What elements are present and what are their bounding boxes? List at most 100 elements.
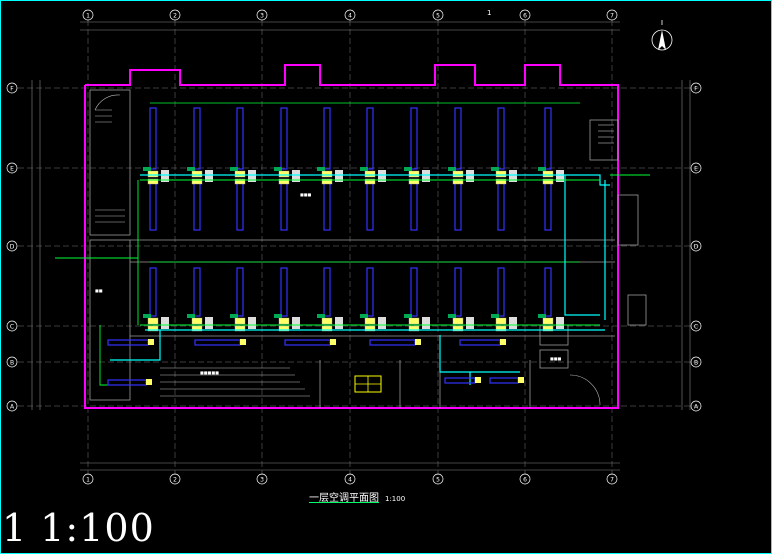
scale-caption: 1 1:100: [2, 506, 155, 550]
fan-coil-unit: [542, 170, 554, 178]
fan-coil-unit: [278, 170, 290, 178]
diffuser-unit: [454, 267, 462, 317]
fan-coil-unit: [452, 317, 464, 325]
unit-label-box: [161, 317, 169, 329]
fan-coil-unit: [278, 317, 290, 325]
fan-coil-unit: [234, 178, 246, 185]
grid-row-label: C: [10, 324, 14, 331]
diffuser-unit: [366, 107, 374, 170]
grid-bubble: [690, 240, 702, 252]
grid-col-label: 4: [348, 477, 352, 484]
corridor-fan-coil: [146, 379, 152, 385]
unit-label-box: [466, 317, 474, 329]
fan-coil-unit: [452, 178, 464, 185]
unit-label-box: [292, 317, 300, 329]
corridor-fan-coil: [415, 339, 421, 345]
fan-coil-unit: [364, 178, 376, 185]
unit-tag: [317, 167, 325, 171]
top-section-mark: 1: [487, 9, 491, 17]
diffuser-unit: [544, 267, 552, 317]
unit-tag: [317, 314, 325, 318]
grid-col-label: 7: [610, 13, 614, 20]
fan-coil-unit: [364, 317, 376, 325]
fan-coil-unit: [408, 178, 420, 185]
grid-bubble: [344, 473, 356, 485]
fan-coil-unit: [278, 325, 290, 332]
unit-tag: [143, 314, 151, 318]
corridor-diffuser: [489, 377, 519, 384]
fan-coil-unit: [542, 325, 554, 332]
diffuser-unit: [236, 107, 244, 170]
grid-bubble: [82, 9, 94, 21]
fan-coil-unit: [321, 325, 333, 332]
fan-coil-unit: [234, 170, 246, 178]
diffuser-unit: [410, 107, 418, 170]
grid-row-label: F: [694, 86, 698, 93]
fan-coil-unit: [452, 325, 464, 332]
unit-label-box: [466, 170, 474, 182]
grid-bubble: [690, 400, 702, 412]
fan-coil-unit: [364, 170, 376, 178]
diffuser-unit: [497, 267, 505, 317]
diffuser-unit: [236, 182, 244, 231]
corridor-fan-coil: [500, 339, 506, 345]
fan-coil-unit: [191, 317, 203, 325]
unit-tag: [491, 314, 499, 318]
corridor-unit-row: [107, 339, 524, 386]
unit-label-box: [292, 170, 300, 182]
north-arrow-icon: [651, 20, 673, 51]
grid-col-label: 2: [173, 477, 177, 484]
grid-col-label: 3: [260, 13, 264, 20]
diffuser-unit: [236, 267, 244, 317]
diffuser-unit: [454, 107, 462, 170]
diffuser-unit: [280, 107, 288, 170]
unit-label-box: [161, 170, 169, 182]
unit-label-box: [335, 317, 343, 329]
grid-bubble: [606, 9, 618, 21]
grid-bubble: [6, 162, 18, 174]
diffuser-unit: [366, 267, 374, 317]
fan-coil-unit: [191, 325, 203, 332]
unit-label-box: [509, 317, 517, 329]
grid-row-label: A: [694, 404, 699, 411]
corridor-diffuser: [284, 339, 331, 346]
grid-bubble: [6, 82, 18, 94]
grid-col-label: 1: [86, 13, 90, 20]
unit-tag: [538, 314, 546, 318]
grid-col-label: 2: [173, 13, 177, 20]
fan-coil-unit: [278, 178, 290, 185]
unit-tag: [187, 167, 195, 171]
fan-coil-unit: [147, 317, 159, 325]
fan-coil-unit: [147, 170, 159, 178]
corridor-diffuser: [107, 339, 149, 346]
interior-walls: [89, 89, 647, 408]
diffuser-unit: [410, 267, 418, 317]
fan-coil-unit: [147, 178, 159, 185]
unit-tag: [360, 314, 368, 318]
grid-row-label: B: [10, 360, 14, 367]
grid-bubble: [690, 320, 702, 332]
fan-coil-unit: [408, 317, 420, 325]
unit-tag: [360, 167, 368, 171]
corridor-fan-coil: [475, 377, 481, 383]
fan-coil-unit: [408, 170, 420, 178]
diffuser-unit: [193, 267, 201, 317]
unit-tag: [448, 314, 456, 318]
grid-row-label: D: [694, 244, 699, 251]
unit-label-box: [378, 317, 386, 329]
corridor-diffuser: [107, 379, 147, 386]
fan-coil-unit: [495, 170, 507, 178]
corridor-diffuser: [194, 339, 241, 346]
air-handler-row-bottom: [143, 267, 564, 332]
grid-bubble: [690, 82, 702, 94]
diffuser-unit: [544, 182, 552, 231]
diffuser-unit: [497, 182, 505, 231]
refrigerant-piping: [55, 174, 650, 386]
fan-coil-unit: [495, 317, 507, 325]
building-walls: [84, 64, 619, 409]
diffuser-unit: [323, 267, 331, 317]
